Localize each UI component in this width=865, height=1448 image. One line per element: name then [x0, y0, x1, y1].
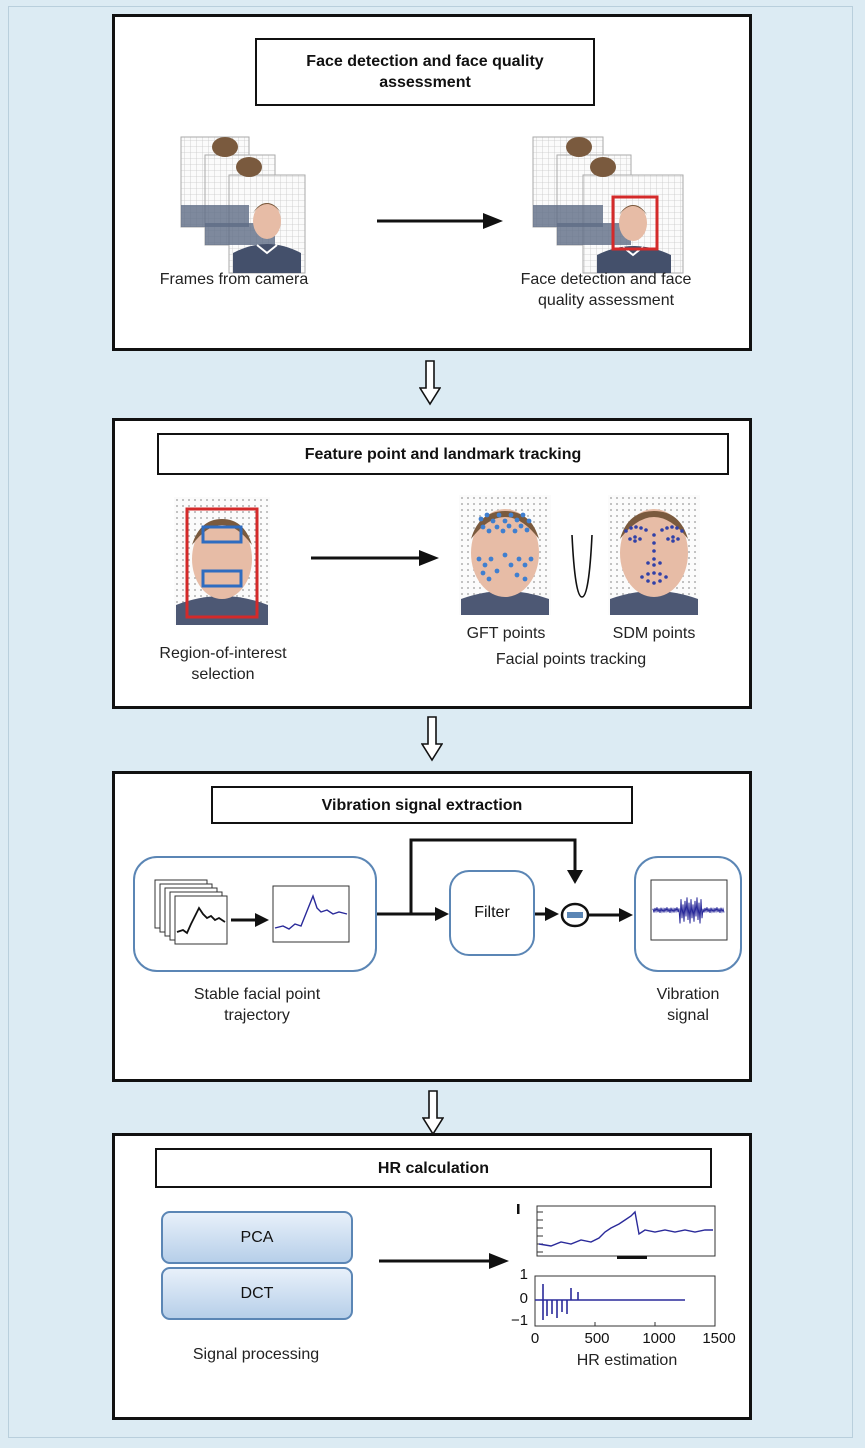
- stage-4-title: HR calculation: [155, 1148, 712, 1188]
- sdm-landmarks: [624, 525, 684, 585]
- trajectory-box: [133, 856, 377, 972]
- filter-flow: [377, 838, 583, 921]
- dct-label: DCT: [240, 1284, 274, 1302]
- ytick-bot: −1: [511, 1312, 529, 1329]
- arrow-right-3: [379, 1253, 509, 1269]
- stage-1-title-line2: assessment: [379, 74, 471, 91]
- xtick-500: 500: [584, 1330, 610, 1347]
- camera-frames-stack: [180, 136, 306, 274]
- hr-top-plot: [517, 1204, 716, 1259]
- filter-box: Filter: [449, 870, 535, 956]
- arrow-right-1: [377, 213, 503, 229]
- sdm-label: SDM points: [612, 625, 696, 642]
- detection-caption-line2: quality assessment: [537, 292, 675, 309]
- vibration-box: [634, 856, 742, 972]
- vibration-plot: [650, 879, 728, 941]
- roi-caption-line2: selection: [191, 666, 255, 683]
- stage-1-title-line1: Face detection and face quality: [306, 53, 544, 70]
- roi-caption: Region-of-interest selection: [133, 643, 313, 685]
- separator-curve: [571, 534, 593, 598]
- ytick-top: 1: [519, 1266, 528, 1283]
- roi-caption-line1: Region-of-interest: [159, 645, 287, 662]
- vibration-caption-line2: signal: [667, 1007, 709, 1024]
- gft-face-image: [459, 495, 551, 615]
- trajectory-caption-line1: Stable facial point: [193, 986, 321, 1003]
- xtick-0: 0: [530, 1330, 540, 1347]
- down-arrow-1: [419, 360, 441, 406]
- trajectory-caption: Stable facial point trajectory: [139, 984, 375, 1026]
- stage-2-title: Feature point and landmark tracking: [157, 433, 729, 475]
- stage-feature-tracking: Feature point and landmark tracking Regi…: [112, 418, 752, 709]
- roi-blue-box: [201, 569, 243, 588]
- dct-block: DCT: [161, 1267, 353, 1320]
- sdm-face-image: [608, 495, 700, 615]
- hr-bottom-plot: [534, 1275, 716, 1327]
- figure-border: [8, 6, 853, 1438]
- red-face-box: [185, 507, 259, 619]
- stage-1-title: Face detection and face quality assessme…: [255, 38, 595, 106]
- red-face-box: [611, 195, 659, 251]
- detected-frames-stack: [532, 136, 684, 274]
- trajectory-caption-line2: trajectory: [224, 1007, 290, 1024]
- stage-hr-calculation: HR calculation PCA DCT Signal processing…: [112, 1133, 752, 1420]
- pca-block: PCA: [161, 1211, 353, 1264]
- roi-blue-box: [201, 525, 243, 544]
- xtick-1000: 1000: [642, 1330, 676, 1347]
- filter-label: Filter: [474, 904, 510, 921]
- subtract-node-icon: [560, 902, 633, 928]
- vibration-caption-line1: Vibration: [656, 986, 720, 1003]
- detection-caption: Face detection and face quality assessme…: [491, 269, 721, 311]
- xtick-1500: 1500: [702, 1330, 736, 1347]
- estimation-caption: HR estimation: [576, 1352, 678, 1369]
- detection-caption-line1: Face detection and face: [520, 271, 692, 288]
- stage-3-title: Vibration signal extraction: [211, 786, 633, 824]
- stage-face-detection: Face detection and face quality assessme…: [112, 14, 752, 351]
- processing-caption: Signal processing: [192, 1346, 320, 1363]
- tracking-caption: Facial points tracking: [495, 651, 647, 668]
- arrow-right-2: [311, 550, 439, 566]
- trajectory-plots: [154, 879, 350, 945]
- stage-vibration-extraction: Vibration signal extraction Stable facia…: [112, 771, 752, 1082]
- gft-label: GFT points: [466, 625, 546, 642]
- signal-plot: [272, 885, 350, 943]
- down-arrow-2: [421, 716, 443, 762]
- down-arrow-3: [422, 1090, 444, 1136]
- frames-caption: Frames from camera: [159, 271, 309, 288]
- pca-label: PCA: [240, 1228, 274, 1246]
- gft-point-cloud: [476, 512, 534, 582]
- roi-face-image: [174, 497, 270, 625]
- vibration-caption: Vibration signal: [634, 984, 742, 1026]
- ytick-mid: 0: [519, 1290, 528, 1307]
